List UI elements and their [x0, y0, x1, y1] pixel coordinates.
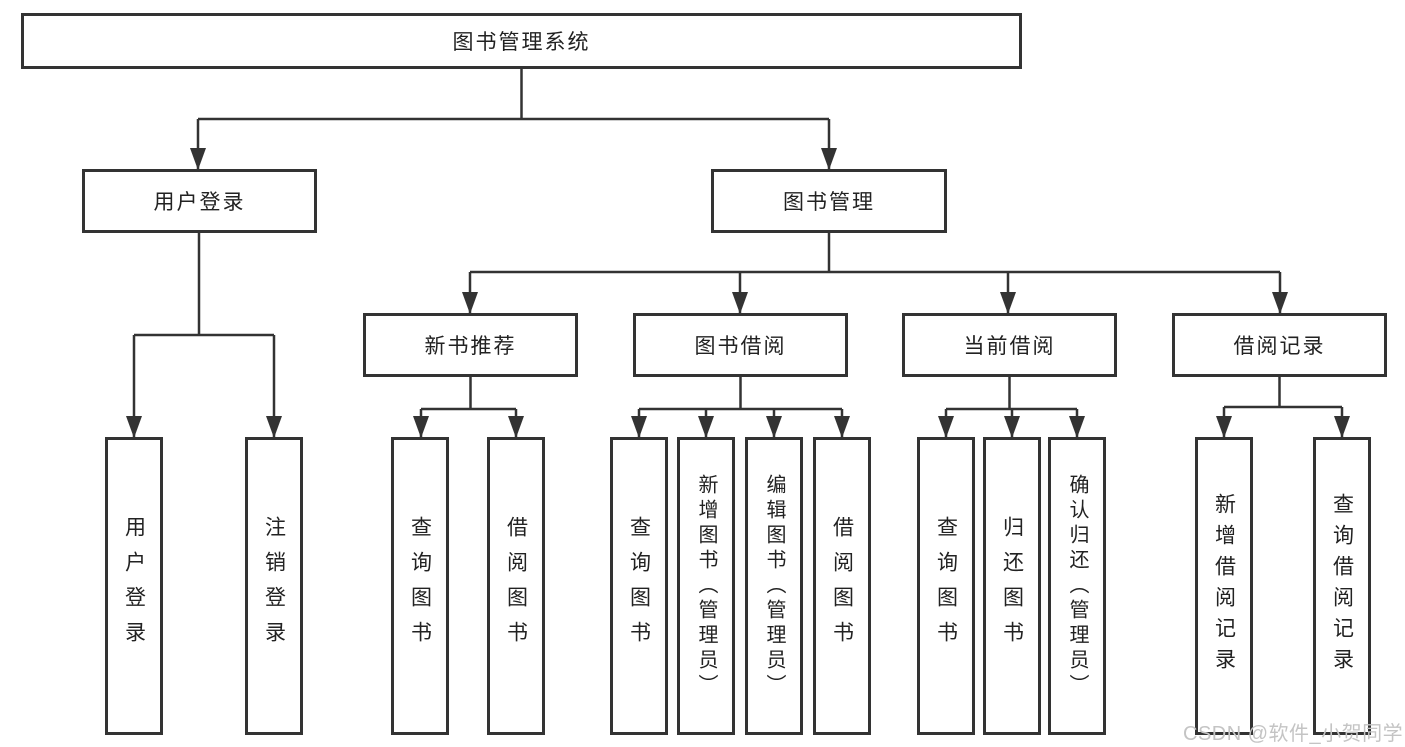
connector-current-borrow — [946, 377, 1077, 411]
node-borrow-records: 借阅记录 — [1172, 313, 1387, 377]
connector-book-management — [470, 233, 1280, 274]
leaf-add-borrow-record: 新增借阅记录 — [1195, 437, 1253, 735]
node-new-book-recommend: 新书推荐 — [363, 313, 578, 377]
leaf-borrow-books-recommend: 借阅图书 — [487, 437, 545, 735]
node-root-library-system: 图书管理系统 — [21, 13, 1022, 69]
connector-borrow-records — [1224, 377, 1342, 409]
leaf-edit-books-admin: 编辑图书（管理员） — [745, 437, 803, 735]
connector-root — [198, 69, 829, 121]
leaf-add-books-admin: 新增图书（管理员） — [677, 437, 735, 735]
csdn-watermark: CSDN @软件_小贺同学 — [1183, 723, 1404, 745]
leaf-logout-login: 注销登录 — [245, 437, 303, 735]
connector-book-borrow — [639, 377, 842, 411]
node-current-borrow: 当前借阅 — [902, 313, 1117, 377]
node-user-login: 用户登录 — [82, 169, 317, 233]
leaf-borrow-books: 借阅图书 — [813, 437, 871, 735]
leaf-query-borrow-record: 查询借阅记录 — [1313, 437, 1371, 735]
node-book-management: 图书管理 — [711, 169, 947, 233]
leaf-query-books-borrow: 查询图书 — [610, 437, 668, 735]
leaf-user-login: 用户登录 — [105, 437, 163, 735]
leaf-confirm-return-admin: 确认归还（管理员） — [1048, 437, 1106, 735]
leaf-query-books-recommend: 查询图书 — [391, 437, 449, 735]
leaf-return-books: 归还图书 — [983, 437, 1041, 735]
connector-new-book — [421, 377, 516, 411]
connector-user-login — [134, 233, 274, 337]
leaf-query-books-current: 查询图书 — [917, 437, 975, 735]
node-book-borrow: 图书借阅 — [633, 313, 848, 377]
